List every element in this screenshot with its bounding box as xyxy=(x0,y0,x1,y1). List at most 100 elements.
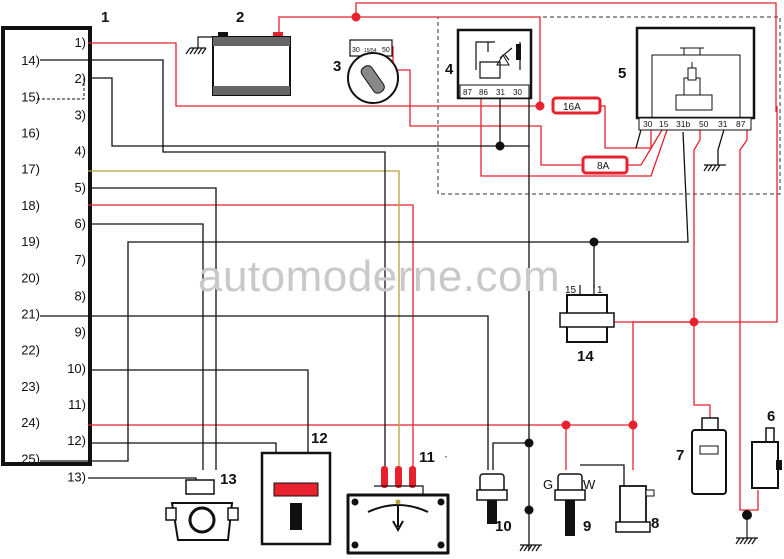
ecu-pin-label: 20) xyxy=(21,270,40,285)
ground-icon xyxy=(185,36,214,55)
sensor-8-pin xyxy=(645,489,655,497)
gauge-11-needle xyxy=(392,502,404,533)
wire-black-relay4-31 xyxy=(500,98,530,147)
relay-4-coil-icon xyxy=(475,41,521,79)
label-8: 8 xyxy=(651,515,659,532)
ecu-pin-labels: 1)14)2)15)3)16)4)17)5)18)6)19)7)20)8)21)… xyxy=(21,35,86,484)
relay-5-terminal-strip xyxy=(638,117,752,131)
module-14-band xyxy=(559,312,615,328)
ground-icon xyxy=(519,544,542,552)
wire-black-relay5-31 xyxy=(717,125,726,165)
relay-5-coil-icon xyxy=(687,67,697,81)
label-2: 2 xyxy=(236,9,244,26)
relay-5-terminal-50: 50 xyxy=(699,119,709,129)
wire-black-pin13 xyxy=(88,477,197,492)
wire-olive-pin17 xyxy=(88,170,400,470)
ignition-terminal-labels: 30 15/54 50 xyxy=(352,47,390,54)
wire-red-to7 xyxy=(693,322,711,418)
relay-4-terminal-strip xyxy=(459,84,530,99)
wire-red-fuse8-out xyxy=(627,129,663,166)
battery-terminal-pos xyxy=(273,32,283,38)
gauge-11-corner xyxy=(437,498,445,506)
relay-4-terminal-86: 86 xyxy=(479,88,488,97)
wire-red-relay5-50 xyxy=(693,126,701,322)
ecu-pin-label: 8) xyxy=(74,288,86,303)
ecu-pin-label: 21) xyxy=(21,307,40,322)
relay-5-terminal-15: 15 xyxy=(659,119,669,129)
label-1: 1 xyxy=(101,9,109,26)
ignition-switch xyxy=(347,39,399,104)
key-icon xyxy=(360,65,385,94)
relay-5-terminal-87: 87 xyxy=(736,119,746,129)
component-12-red-bar xyxy=(273,482,319,497)
wire-black-pin12 xyxy=(88,442,277,458)
sensor-10-nut xyxy=(476,489,508,501)
ecu-pin-label: 9) xyxy=(74,325,86,340)
sensor-10-stem xyxy=(487,500,497,524)
sensor-8 xyxy=(615,485,655,533)
gauge-11-mark: · xyxy=(444,449,448,463)
wire-red-to14 xyxy=(603,106,778,323)
component-6-top xyxy=(765,427,775,443)
label-11: 11 xyxy=(419,449,435,466)
wire-black-pin6 xyxy=(88,223,204,470)
gauge-11-corner xyxy=(351,541,359,549)
label-7: 7 xyxy=(676,447,684,464)
wire-red-relay5-87 xyxy=(739,126,759,511)
gauge-11-lead-red xyxy=(409,466,416,488)
gauge-11-corner xyxy=(437,541,445,549)
wire-black-pin10 xyxy=(88,369,309,460)
sensor-13-tab xyxy=(227,507,239,521)
diode-icon xyxy=(496,54,510,66)
sensor-13-hole xyxy=(188,506,216,534)
label-9: 9 xyxy=(583,518,591,535)
ecu-pin-label: 1) xyxy=(74,35,86,50)
ecu-pin-label: 14) xyxy=(21,53,40,68)
fuse-8a xyxy=(581,155,629,175)
junction-black xyxy=(589,237,599,247)
sensor-9-terminal-w: W xyxy=(583,477,596,492)
relay-4 xyxy=(456,28,533,100)
component-7-cap xyxy=(701,417,719,431)
label-4: 4 xyxy=(445,61,454,78)
relay-5-internal-icon xyxy=(651,47,741,118)
sensor-10 xyxy=(476,473,508,524)
ecu-pin-label: 16) xyxy=(21,126,40,141)
sensor-13-plug xyxy=(185,479,215,495)
junction-red xyxy=(535,101,545,111)
ecu-pin-label: 11) xyxy=(68,397,86,412)
wire-red-to8 xyxy=(632,321,694,470)
ground-icon xyxy=(735,537,758,545)
ground-symbols xyxy=(185,36,758,552)
wire-black-to8 xyxy=(580,464,625,486)
ecu-pin-label: 17) xyxy=(21,162,40,177)
gauge-11-corner xyxy=(351,498,359,506)
wire-black-pin25 xyxy=(40,131,689,462)
wire-red-fuse16 xyxy=(600,105,652,149)
sensor-8-body xyxy=(619,485,647,527)
sensor-9 xyxy=(554,473,586,536)
sensor-9-stem xyxy=(565,500,575,536)
battery xyxy=(212,32,291,96)
wire-red-relay4-87 xyxy=(480,98,668,177)
relay-5-terminal-labels: 30 15 31b 50 31 87 xyxy=(643,119,746,129)
component-12 xyxy=(260,451,332,546)
relay-4-terminal-labels: 87 86 31 30 xyxy=(463,88,522,97)
ignition-terminal-50: 50 xyxy=(382,47,390,54)
battery-top-band xyxy=(213,37,290,46)
component-numbers: 1 2 3 4 5 6 7 8 9 10 11 12 13 14 xyxy=(101,9,775,535)
gauge-11-lead-red xyxy=(395,466,402,488)
component-7 xyxy=(691,417,727,495)
ignition-terminal-1554: 15/54 xyxy=(364,48,377,54)
relay-5-terminal-30: 30 xyxy=(643,119,653,129)
gauge-11-pivot xyxy=(395,499,401,505)
label-14: 14 xyxy=(577,348,594,365)
wire-red-pin18 xyxy=(88,204,414,470)
ecu-pin-label: 23) xyxy=(21,379,40,394)
junction-red xyxy=(351,12,361,22)
ecu-pin-label: 19) xyxy=(21,234,40,249)
ecu-pin-label: 3) xyxy=(74,107,86,122)
label-10: 10 xyxy=(495,518,512,535)
wire-black-pin14 xyxy=(40,59,386,470)
